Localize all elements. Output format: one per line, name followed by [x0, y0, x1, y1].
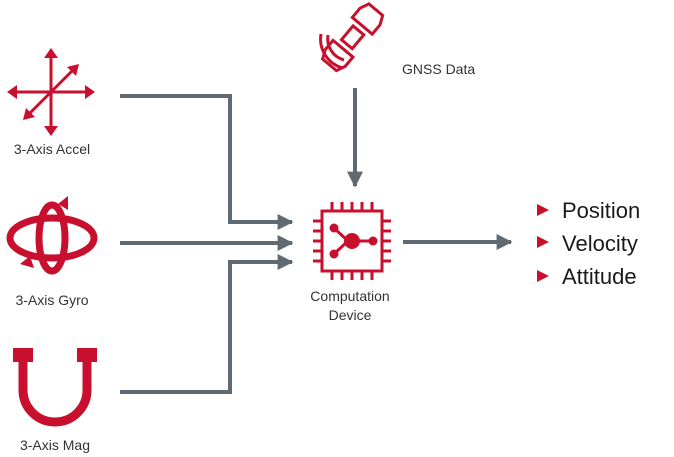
- output-item-velocity: Velocity: [537, 231, 638, 256]
- device-label-line1: Computation: [310, 288, 389, 304]
- output-list: Position Velocity Attitude: [537, 198, 640, 289]
- gyro-label: 3-Axis Gyro: [15, 292, 88, 308]
- accel-connector: [120, 94, 294, 230]
- gnss-label: GNSS Data: [402, 61, 475, 77]
- bullet-triangle-icon: [537, 270, 549, 282]
- gyroscope-icon: [6, 196, 98, 275]
- bullet-triangle-icon: [537, 236, 549, 248]
- accelerometer-arrows-icon: [7, 48, 95, 136]
- output-label: Position: [562, 198, 640, 223]
- horseshoe-magnet-icon: [13, 348, 97, 427]
- device-label-line2: Device: [329, 307, 372, 323]
- satellite-icon: [319, 2, 385, 73]
- processor-chip-icon: [313, 202, 391, 280]
- output-item-position: Position: [537, 198, 640, 223]
- accel-label: 3-Axis Accel: [14, 141, 90, 157]
- connectors: [120, 88, 513, 394]
- output-item-attitude: Attitude: [537, 264, 637, 289]
- mag-label: 3-Axis Mag: [20, 437, 90, 453]
- output-label: Attitude: [562, 264, 637, 289]
- bullet-triangle-icon: [537, 204, 549, 216]
- output-label: Velocity: [562, 231, 638, 256]
- mag-connector: [120, 254, 294, 394]
